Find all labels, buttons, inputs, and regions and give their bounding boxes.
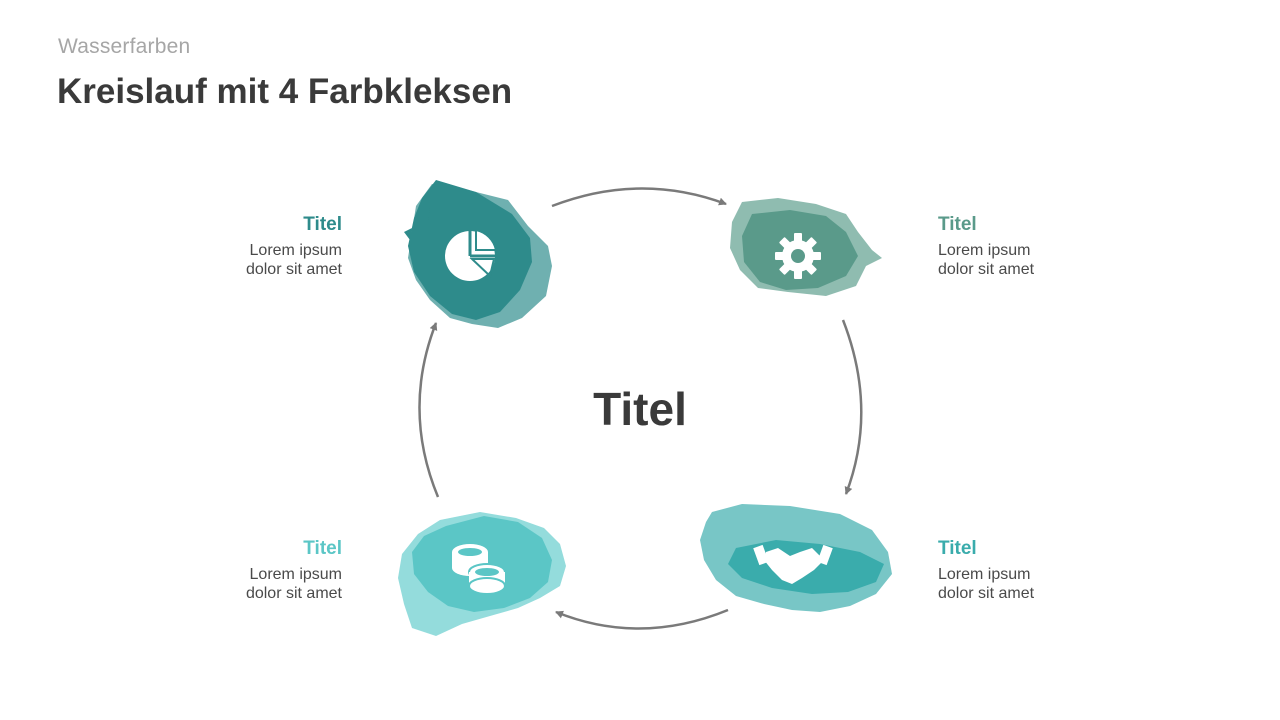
step-title: Titel [938, 538, 977, 559]
step-description: Lorem ipsum dolor sit amet [938, 565, 1138, 603]
step-description: Lorem ipsum dolor sit amet [142, 241, 342, 279]
gear-icon [775, 233, 821, 279]
arrow-bottom [555, 608, 729, 630]
coins-icon [452, 544, 506, 595]
step-description-line: Lorem ipsum [249, 566, 342, 583]
step-label-bottom-right: Titel Lorem ipsum dolor sit amet [938, 538, 1138, 603]
step-title: Titel [303, 538, 342, 559]
step-description-line: Lorem ipsum [938, 566, 1031, 583]
step-description-line: dolor sit amet [245, 261, 342, 278]
slide-subtitle: Wasserfarben [58, 35, 191, 58]
step-description-line: Lorem ipsum [938, 242, 1031, 259]
handshake-icon [753, 544, 833, 584]
arrow-top [551, 187, 727, 208]
step-label-bottom-left: Titel Lorem ipsum dolor sit amet [142, 538, 342, 603]
step-title: Titel [303, 214, 342, 235]
arrow-right [841, 319, 863, 495]
step-label-top-left: Titel Lorem ipsum dolor sit amet [142, 214, 342, 279]
slide-title: Kreislauf mit 4 Farbkleksen [57, 72, 513, 111]
step-description-line: dolor sit amet [938, 585, 1035, 602]
step-description: Lorem ipsum dolor sit amet [938, 241, 1138, 279]
step-label-top-right: Titel Lorem ipsum dolor sit amet [938, 214, 1138, 279]
step-title: Titel [938, 214, 977, 235]
center-title: Titel [593, 383, 687, 435]
step-description-line: Lorem ipsum [249, 242, 342, 259]
step-description: Lorem ipsum dolor sit amet [142, 565, 342, 603]
step-description-line: dolor sit amet [245, 585, 342, 602]
pie-chart-icon [445, 228, 498, 281]
arrow-left [418, 322, 440, 498]
step-description-line: dolor sit amet [938, 261, 1035, 278]
